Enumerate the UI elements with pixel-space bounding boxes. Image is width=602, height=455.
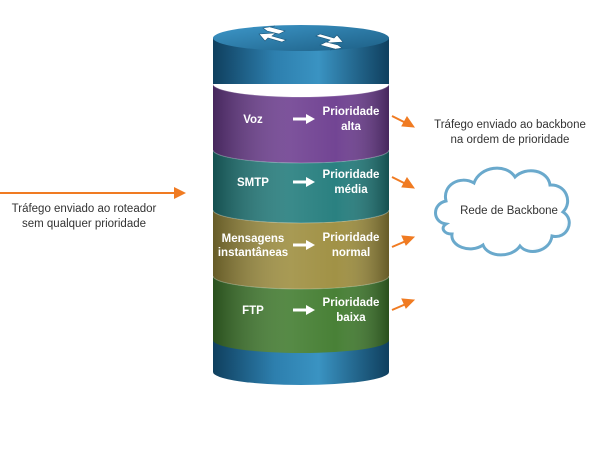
band-arrow-icon	[293, 240, 315, 250]
incoming-label-line1: Tráfego enviado ao roteador	[11, 203, 157, 215]
router-arrows-icon	[258, 25, 344, 51]
band-rim	[212, 83, 390, 98]
router-top	[213, 25, 389, 51]
out-arrow-low	[391, 298, 416, 311]
band-priority-line: Prioridade	[322, 169, 380, 181]
band-priority-line: Prioridade	[322, 106, 380, 118]
band-priority-line: alta	[341, 121, 361, 133]
priority-bands	[212, 83, 390, 353]
band-traffic-label: SMTP	[213, 176, 293, 190]
outgoing-label: Tráfego enviado ao backbone na ordem de …	[420, 118, 600, 148]
band-traffic-line: Mensagens	[221, 233, 285, 245]
band-traffic-label: Voz	[213, 113, 293, 127]
band-priority-label: Prioridade baixa	[316, 296, 386, 326]
band-priority-line: baixa	[336, 312, 366, 324]
band-traffic-line: SMTP	[237, 177, 269, 189]
incoming-label-line2: sem qualquer prioridade	[21, 218, 147, 230]
out-arrow-high	[391, 115, 416, 128]
cloud-label: Rede de Backbone	[460, 205, 558, 217]
band-arrow-icon	[293, 114, 315, 124]
band-priority-label: Prioridade alta	[316, 105, 386, 135]
band-priority-label: Prioridade média	[316, 168, 386, 198]
incoming-arrow	[0, 187, 186, 199]
band-priority-line: média	[334, 184, 368, 196]
band-shading	[213, 84, 389, 163]
band-traffic-label: Mensagens instantâneas	[213, 232, 293, 260]
band-priority-line: Prioridade	[322, 297, 380, 309]
band-traffic-label: FTP	[213, 304, 293, 318]
band-traffic-line: FTP	[242, 305, 264, 317]
band-arrow-icon	[293, 177, 315, 187]
band-shading	[213, 276, 389, 353]
band-traffic-line: Voz	[243, 114, 263, 126]
band-priority-label: Prioridade normal	[316, 231, 386, 261]
incoming-label: Tráfego enviado ao roteador sem qualquer…	[0, 202, 168, 232]
band-priority-line: Prioridade	[322, 232, 380, 244]
outgoing-arrows	[391, 115, 416, 311]
outgoing-label-line2: na ordem de prioridade	[450, 134, 570, 146]
out-arrow-medium	[391, 176, 416, 189]
out-arrow-normal	[391, 235, 416, 248]
band-priority-line: normal	[331, 247, 371, 259]
band-rim	[212, 275, 390, 290]
band-shading	[213, 210, 389, 289]
band-traffic-line: instantâneas	[217, 247, 289, 259]
band-rim	[212, 209, 390, 224]
router-cylinder	[212, 25, 390, 385]
outgoing-label-line1: Tráfego enviado ao backbone	[434, 119, 586, 131]
band-shading	[213, 150, 389, 223]
backbone-cloud	[434, 166, 571, 257]
band-rim	[212, 149, 390, 164]
band-arrow-icon	[293, 305, 315, 315]
